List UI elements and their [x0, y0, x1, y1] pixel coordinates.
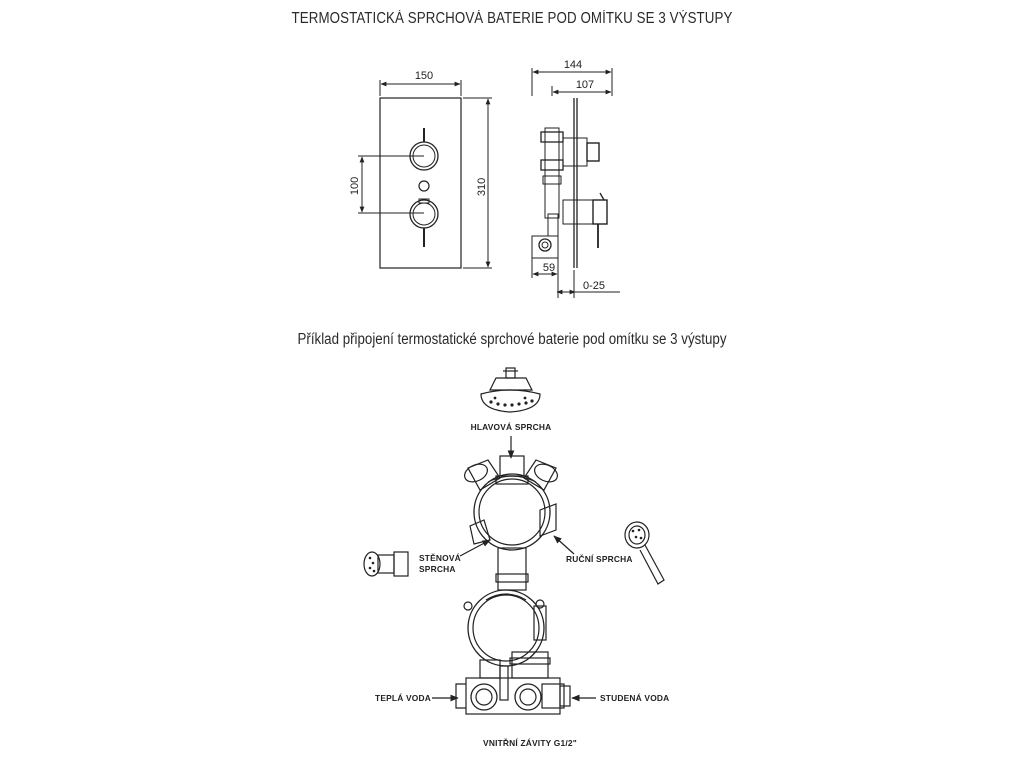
diverter-indicator: [418, 180, 430, 192]
dim-adjust-range: 0-25: [583, 280, 605, 292]
thermostatic-valve-drawing: [455, 589, 571, 715]
diagram-subtitle: Příklad připojení termostatické sprchové…: [297, 331, 727, 348]
page-title: TERMOSTATICKÁ SPRCHOVÁ BATERIE POD OMÍTK…: [291, 10, 733, 27]
wall-shower-drawing: [363, 551, 409, 577]
label-cold-water: STUDENÁ VODA: [600, 692, 669, 703]
head-shower-drawing: [480, 367, 541, 413]
dim-handle-spacing: 100: [349, 177, 361, 195]
diverter-valve-drawing: [464, 455, 558, 591]
dim-side-total-depth: 144: [564, 59, 582, 71]
hand-shower-drawing: [624, 521, 665, 585]
label-hand-shower: RUČNÍ SPRCHA: [566, 553, 633, 564]
lower-handle-front: [409, 198, 439, 247]
front-view: [358, 80, 492, 269]
dim-front-width: 150: [415, 70, 433, 82]
dim-side-bottom-offset: 59: [543, 262, 555, 274]
dim-front-height: 310: [476, 178, 488, 196]
dim-side-body-depth: 107: [576, 79, 594, 91]
label-hot-water: TEPLÁ VODA: [375, 692, 431, 703]
upper-handle-front: [409, 128, 439, 171]
label-head-shower: HLAVOVÁ SPRCHA: [471, 421, 552, 432]
side-view: [531, 68, 620, 298]
label-wall-shower-line2: SPRCHA: [419, 564, 456, 574]
label-wall-shower-line1: STĚNOVÁ: [419, 552, 461, 563]
front-cover-plate: [379, 97, 462, 269]
label-thread: VNITŘNÍ ZÁVITY G1/2": [483, 737, 577, 748]
